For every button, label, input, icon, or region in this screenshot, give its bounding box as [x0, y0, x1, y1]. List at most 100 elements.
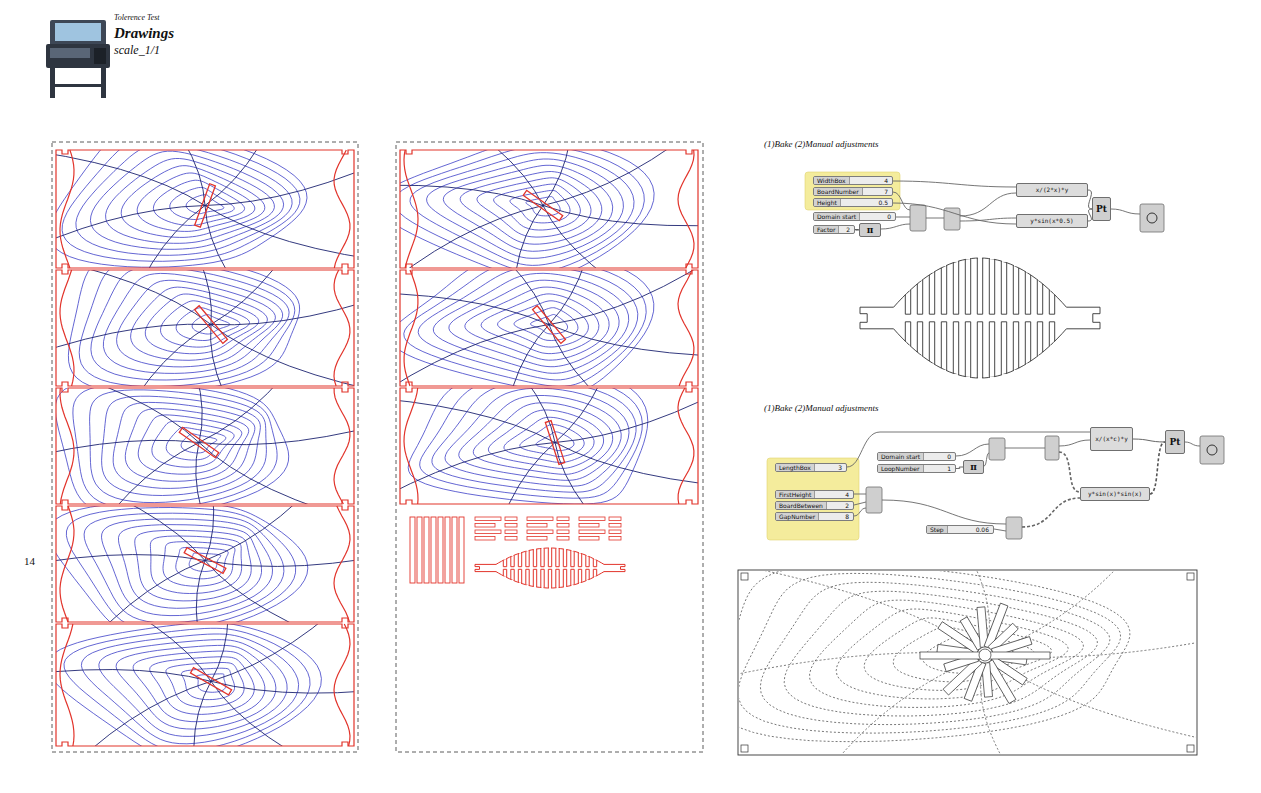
bar-part	[527, 530, 553, 534]
slot-cut	[503, 569, 506, 577]
slot-cut	[965, 322, 970, 378]
radial-line	[58, 624, 211, 681]
slot-gap	[906, 288, 910, 291]
contour-line	[150, 657, 255, 715]
contour-line	[404, 270, 646, 386]
component-text: Pt	[1170, 437, 1181, 447]
slot-gap	[978, 256, 982, 259]
slider-value: 4	[841, 491, 853, 499]
board-pattern	[739, 571, 1196, 754]
number-slider: LengthBox3	[775, 463, 847, 472]
corner-mark	[1187, 573, 1194, 580]
radial-line	[211, 624, 354, 681]
slot-cut	[1037, 280, 1042, 315]
contour-line	[400, 270, 654, 386]
bar-part	[557, 537, 569, 541]
radial-line	[56, 206, 205, 262]
cut-line	[404, 388, 418, 504]
contour-line	[784, 591, 1097, 716]
number-slider: Domain start0	[813, 212, 896, 221]
slot-gap	[511, 580, 513, 583]
radial-line	[502, 325, 549, 387]
expression-text: y*sin(x*0.5)	[1030, 217, 1073, 225]
number-slider: GapNumber8	[775, 512, 854, 521]
gh-component: Pt	[1092, 197, 1111, 221]
board-outline	[56, 270, 354, 386]
wire	[882, 500, 1006, 524]
slot-cut	[917, 280, 922, 315]
slot-gap	[586, 553, 588, 556]
bar-part	[609, 524, 621, 528]
slot-cut	[545, 421, 564, 465]
board	[0, 531, 431, 793]
slot-cut	[548, 569, 551, 588]
slot-cut	[965, 259, 970, 315]
radial-line	[549, 270, 698, 325]
slot-gap	[541, 546, 543, 549]
contour-line	[56, 506, 308, 622]
radial-line	[543, 206, 698, 226]
wire	[956, 444, 989, 456]
slot-cut	[571, 569, 574, 585]
slider-value: 0.06	[972, 526, 993, 534]
corner-mark	[741, 573, 748, 580]
expression-text: y*sin(x)*sin(x)	[1088, 490, 1142, 498]
board	[690, 498, 1261, 793]
contour-line	[510, 190, 570, 223]
radial-line	[158, 388, 202, 443]
radial-line	[56, 670, 211, 682]
slider-label: Domain start	[878, 453, 924, 460]
wire	[1005, 448, 1045, 449]
radial-line	[930, 571, 990, 655]
radial-line	[56, 388, 199, 443]
bar-part	[505, 537, 517, 541]
body	[46, 44, 110, 68]
bar-part	[424, 517, 429, 583]
label-text: Tolerence Test	[114, 13, 160, 22]
gh-component	[1006, 517, 1022, 539]
radial-line	[63, 561, 205, 623]
wire	[893, 192, 910, 210]
radial-line	[199, 443, 354, 505]
crossbar	[50, 84, 106, 87]
wire-connector	[1150, 442, 1165, 494]
gh-component	[866, 487, 882, 513]
laser-cutter-icon	[46, 20, 110, 98]
board-outline	[56, 388, 354, 504]
contour-line	[73, 388, 277, 504]
expression-component: x/(x*c)*y	[1090, 427, 1133, 451]
cut-line	[334, 270, 350, 386]
bar-part	[431, 517, 436, 583]
number-slider: WidthBox4	[813, 176, 893, 185]
slot-cut	[533, 549, 536, 567]
bar-part	[609, 530, 621, 534]
radial-line	[211, 681, 354, 693]
corner-mark	[741, 745, 748, 752]
spindle-part	[475, 546, 625, 590]
slider-label: LoopNumber	[878, 465, 924, 472]
slot-gap	[942, 370, 946, 373]
radial-line	[400, 396, 555, 442]
board	[334, 178, 764, 471]
radial-line	[455, 388, 555, 443]
contour-line	[66, 508, 295, 623]
slot-gap	[519, 551, 521, 554]
slot-gap	[549, 587, 551, 590]
slot-gap	[564, 547, 566, 550]
page-title: Drawings	[114, 25, 174, 42]
contour-line	[459, 396, 621, 481]
board	[346, 300, 764, 585]
radial-line	[211, 325, 273, 387]
wire	[1111, 209, 1140, 214]
label-text: 14	[24, 555, 35, 567]
contour-line	[153, 180, 244, 225]
slot-gap	[966, 377, 970, 380]
radial-line	[122, 150, 205, 206]
slot-gap	[504, 576, 506, 579]
contour-line	[427, 159, 624, 258]
bar-part	[459, 517, 464, 583]
slider-value: 3	[834, 464, 846, 472]
slider-value: 2	[841, 502, 853, 510]
